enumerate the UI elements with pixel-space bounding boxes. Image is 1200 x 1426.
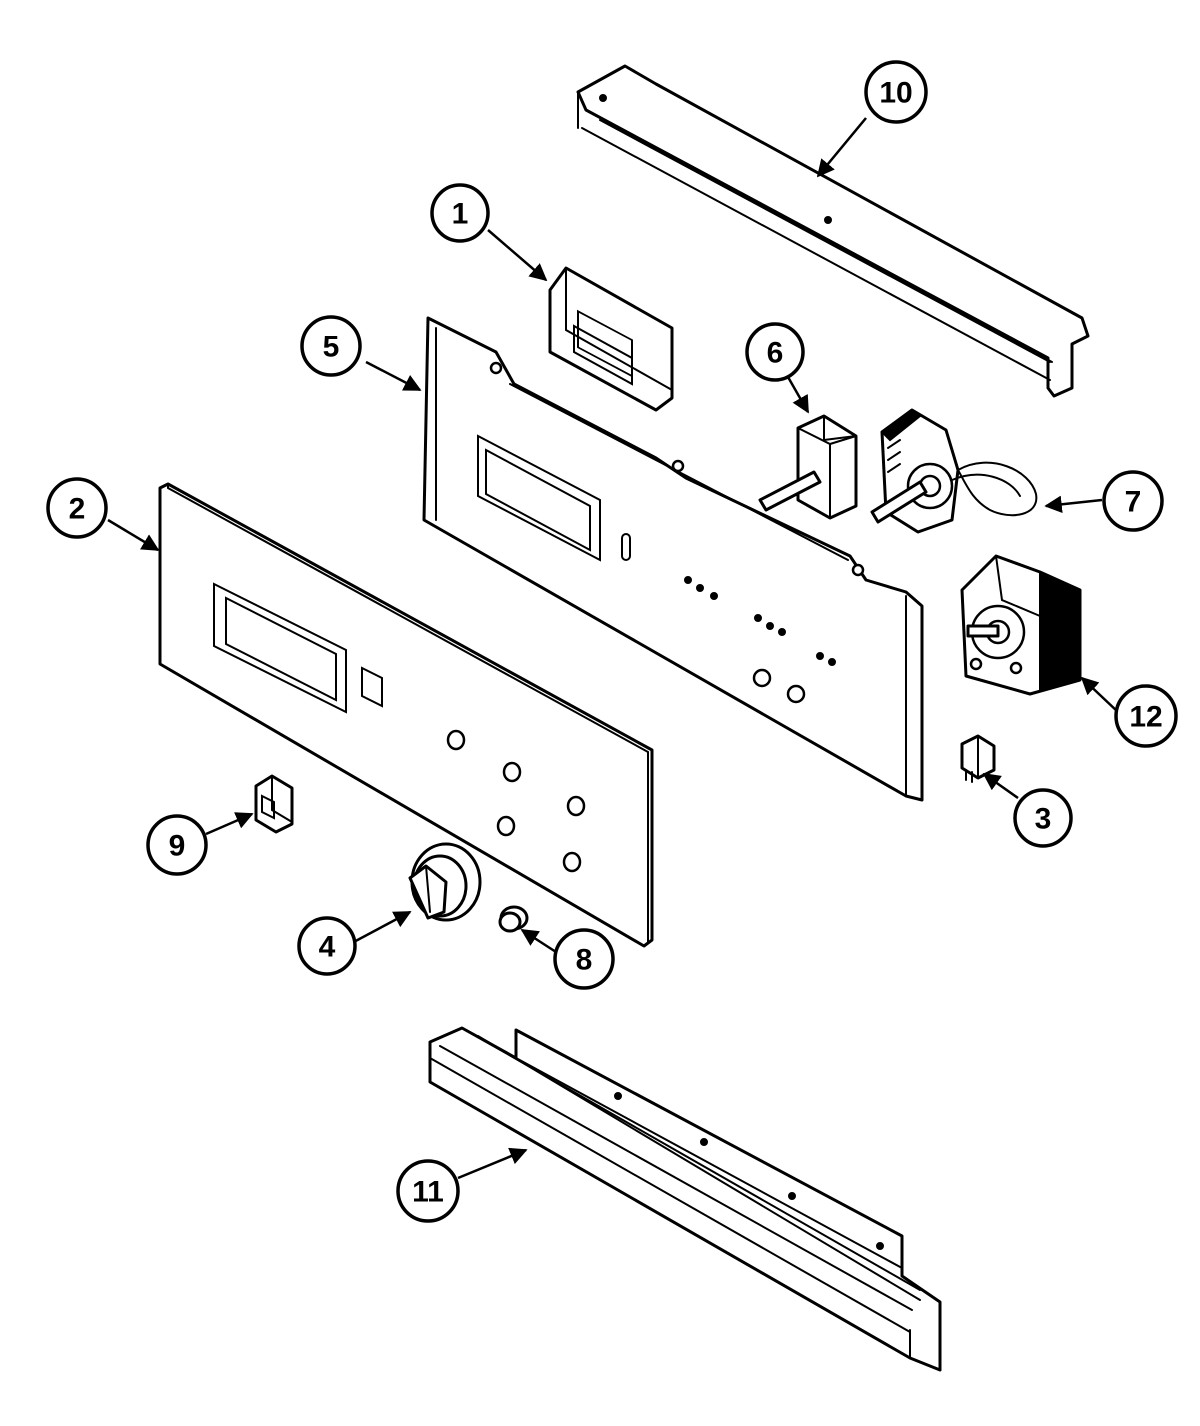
callout-2: 2 (46, 477, 108, 539)
callout-6: 6 (745, 322, 805, 382)
bottom-rail-part (428, 1026, 942, 1372)
top-rail-part (576, 64, 1090, 398)
switch-block-part (758, 414, 858, 520)
callout-9: 9 (146, 814, 208, 876)
callout-4: 4 (297, 916, 357, 976)
callout-10: 10 (864, 60, 928, 124)
callout-7: 7 (1102, 470, 1164, 532)
leader-arrows (107, 117, 1119, 1180)
callout-8: 8 (553, 928, 615, 990)
callout-11: 11 (396, 1159, 460, 1223)
callout-label: 6 (767, 337, 784, 370)
callout-label: 1 (452, 198, 469, 231)
rear-control-panel-part (422, 316, 924, 802)
callout-label: 10 (879, 77, 912, 110)
thermostat-part (870, 408, 1038, 534)
callout-label: 7 (1125, 486, 1142, 519)
callout-label: 2 (69, 493, 86, 526)
callout-label: 11 (412, 1176, 444, 1209)
callout-1: 1 (430, 183, 490, 243)
motor-timer-part (960, 554, 1082, 696)
display-module-part (548, 266, 674, 412)
callout-label: 4 (319, 931, 336, 964)
front-panel-part (158, 482, 654, 948)
callout-3: 3 (1013, 788, 1073, 848)
callout-label: 3 (1035, 803, 1052, 836)
knob-part (408, 842, 482, 922)
rocker-switch-part (254, 774, 294, 834)
callout-label: 8 (576, 944, 593, 977)
callout-label: 5 (323, 331, 340, 364)
callout-12: 12 (1114, 684, 1178, 748)
small-switch-part (960, 734, 996, 783)
callout-label: 12 (1129, 701, 1162, 734)
callout-5: 5 (300, 315, 362, 377)
callout-label: 9 (169, 830, 186, 863)
push-button-part (498, 905, 529, 933)
